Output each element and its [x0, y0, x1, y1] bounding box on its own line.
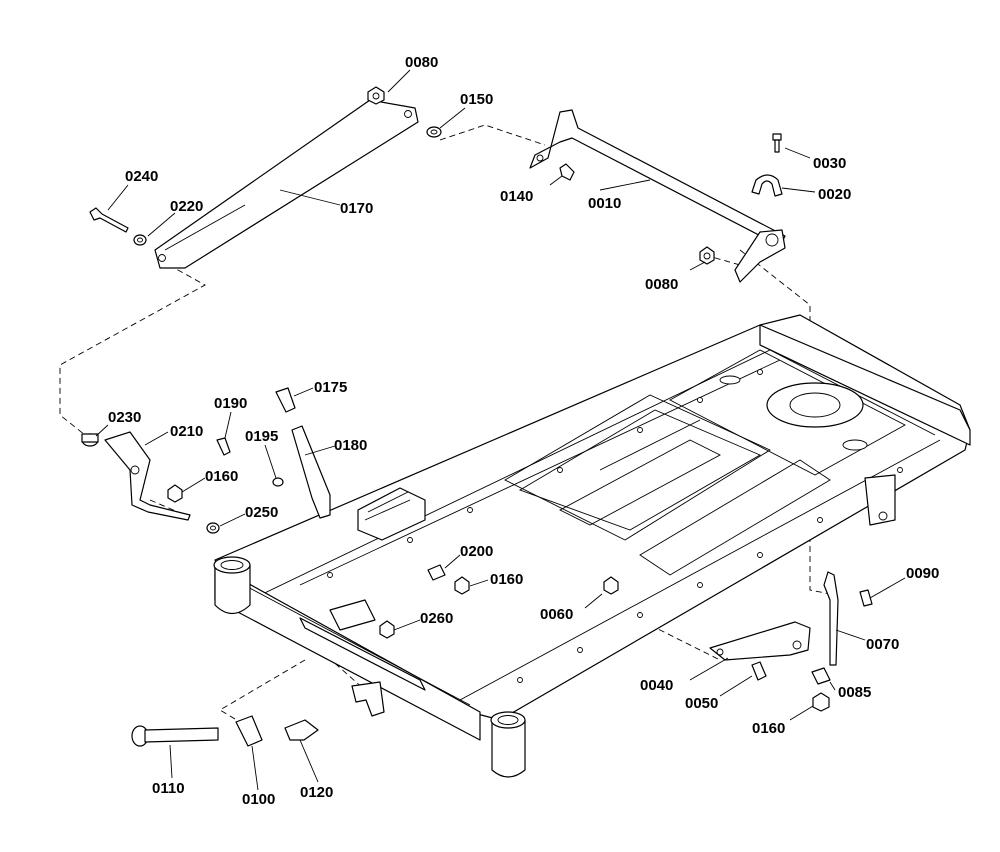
- bolt-0140: [559, 163, 575, 181]
- callout-0080-top: 0080: [405, 54, 438, 71]
- callout-0070: 0070: [866, 636, 899, 653]
- callout-0090: 0090: [906, 565, 939, 582]
- callout-0175: 0175: [314, 379, 347, 396]
- callout-0160-right: 0160: [752, 720, 785, 737]
- callout-0150: 0150: [460, 91, 493, 108]
- bushing-0230: [81, 433, 99, 447]
- lever-0180: [291, 425, 331, 519]
- callout-0060: 0060: [540, 606, 573, 623]
- knob-0175: [275, 387, 296, 413]
- nut-0080-right: [699, 246, 715, 265]
- nut-0160-left: [167, 484, 183, 503]
- callout-0030: 0030: [813, 155, 846, 172]
- washer-0150: [426, 126, 442, 138]
- callout-0020: 0020: [818, 186, 851, 203]
- shaft-0010: [529, 109, 786, 283]
- clamp-0020: [751, 174, 783, 197]
- nut-0160-right: [812, 692, 830, 712]
- washer-0220: [133, 234, 147, 246]
- rod-0070: [823, 571, 839, 666]
- callout-0200: 0200: [460, 543, 493, 560]
- spring-0200: [427, 564, 446, 581]
- callout-0110: 0110: [152, 780, 185, 797]
- callout-0050: 0050: [685, 695, 718, 712]
- callout-0250: 0250: [245, 504, 278, 521]
- callout-0210: 0210: [170, 423, 203, 440]
- nut-0060: [603, 576, 619, 595]
- bolt-0110: [131, 725, 219, 747]
- washer-0250: [206, 522, 220, 534]
- bolt-0240: [89, 207, 129, 233]
- callout-0170: 0170: [340, 200, 373, 217]
- leader-lines: [95, 69, 906, 791]
- callout-0140: 0140: [500, 188, 533, 205]
- bolt-0030: [772, 133, 782, 153]
- callout-0230: 0230: [108, 409, 141, 426]
- link-arm-0170: [154, 99, 419, 269]
- callout-0080-right: 0080: [645, 276, 678, 293]
- frame-holes: [327, 369, 903, 683]
- clevis-0120: [284, 719, 319, 741]
- block-0100: [235, 715, 263, 747]
- nut-0080-top: [367, 86, 385, 105]
- main-frame: [213, 314, 971, 778]
- callout-0190: 0190: [214, 395, 247, 412]
- bracket-0040: [709, 621, 811, 661]
- callout-0100: 0100: [242, 791, 275, 808]
- bolt-0090: [859, 589, 873, 607]
- pedal-0210: [104, 431, 191, 521]
- block-0085: [811, 667, 831, 685]
- callout-0220: 0220: [170, 198, 203, 215]
- nut-0160-mid: [454, 576, 470, 595]
- callout-0120: 0120: [300, 784, 333, 801]
- callout-0160-left: 0160: [205, 468, 238, 485]
- washer-0195: [272, 477, 284, 487]
- callout-labels: 0080 0150 0240 0220 0170 0140 0010 0030 …: [108, 54, 939, 808]
- callout-0195: 0195: [245, 428, 278, 445]
- bolt-0190: [216, 437, 231, 456]
- bolt-0050: [751, 661, 767, 681]
- callout-0180: 0180: [334, 437, 367, 454]
- callout-0085: 0085: [838, 684, 871, 701]
- callout-0160-mid: 0160: [490, 571, 523, 588]
- callout-0260: 0260: [420, 610, 453, 627]
- callout-0240: 0240: [125, 168, 158, 185]
- callout-0010: 0010: [588, 195, 621, 212]
- nut-0260: [379, 620, 395, 639]
- callout-0040: 0040: [640, 677, 673, 694]
